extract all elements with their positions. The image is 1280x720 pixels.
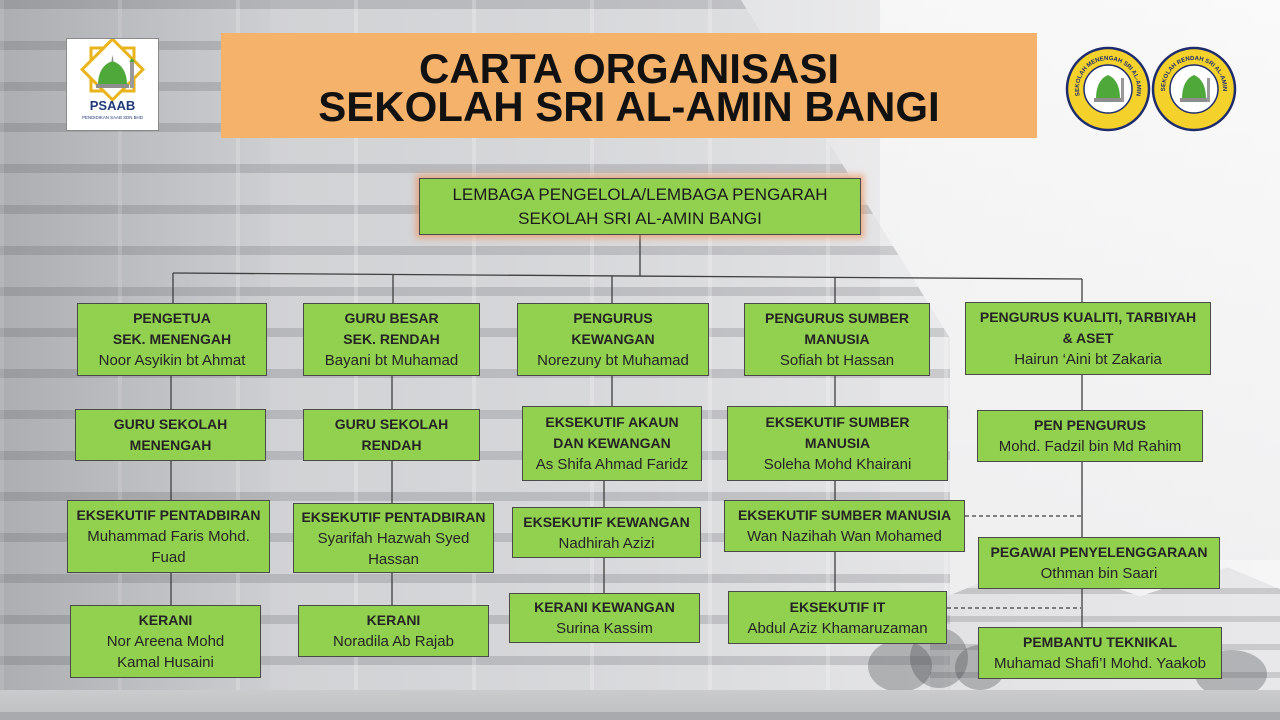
sekolah-menengah-logo: SEKOLAH MENENGAH SRI AL-AMIN xyxy=(1065,46,1151,132)
box-title-line: PENGETUA xyxy=(133,310,211,326)
box-title-line: KERANI xyxy=(366,612,421,628)
box-title-line: GURU SEKOLAH xyxy=(334,416,449,432)
board-title-line-2: SEKOLAH SRI AL-AMIN BANGI xyxy=(518,208,762,228)
box-title-line: PENGURUS KUALITI, TARBIYAH xyxy=(979,309,1197,325)
box-title-line: KEWANGAN xyxy=(571,331,655,347)
school-logos: SEKOLAH MENENGAH SRI AL-AMIN SEKOLAH REN… xyxy=(1065,46,1237,132)
page-title-line-2: SEKOLAH SRI AL-AMIN BANGI xyxy=(318,82,940,130)
connector-line xyxy=(172,272,1083,280)
box-pengurus-kualiti: PENGURUS KUALITI, TARBIYAH & ASET Hairun ‘… xyxy=(965,302,1211,375)
box-name-line: Othman bin Saari xyxy=(1040,565,1158,582)
box-guru-sekolah-menengah: GURU SEKOLAH MENENGAH xyxy=(75,409,266,461)
box-title-line: GURU SEKOLAH xyxy=(113,416,228,432)
box-name-line: Abdul Aziz Khamaruzaman xyxy=(747,619,928,637)
box-pengurus-sumber-manusia: PENGURUS SUMBER MANUSIA Sofiah bt Hassan xyxy=(744,303,930,376)
box-name-line: Hassan xyxy=(368,550,419,568)
box-title-line: RENDAH xyxy=(361,437,422,453)
box-name-line: As Shifa Ahmad Faridz xyxy=(535,456,689,473)
box-eksekutif-pentadbiran-rendah: EKSEKUTIF PENTADBIRAN Syarifah Hazwah Sye… xyxy=(293,503,494,573)
box-title-line: PEN PENGURUS xyxy=(1033,417,1147,433)
title-banner: CARTA ORGANISASI SEKOLAH SRI AL-AMIN BAN… xyxy=(221,33,1037,138)
board-title-line-1: LEMBAGA PENGELOLA/LEMBAGA PENGARAH xyxy=(452,184,828,204)
box-name-line: Fuad xyxy=(151,549,186,566)
box-title-line: & ASET xyxy=(1062,330,1114,346)
box-eksekutif-kewangan: EKSEKUTIF KEWANGAN Nadhirah Azizi xyxy=(512,507,701,558)
box-eksekutif-sumber-manusia-2: EKSEKUTIF SUMBER MANUSIA Wan Nazihah Wan … xyxy=(724,500,965,552)
box-name-line: Nadhirah Azizi xyxy=(558,534,655,552)
mosque-dome-icon xyxy=(1094,75,1124,102)
box-title-line: EKSEKUTIF SUMBER MANUSIA xyxy=(737,507,952,523)
box-title-line: EKSEKUTIF SUMBER xyxy=(765,414,910,430)
box-name-line: Noradila Ab Rajab xyxy=(333,633,454,650)
box-pengurus-kewangan: PENGURUS KEWANGAN Norezuny bt Muhamad xyxy=(517,303,709,376)
box-title-line: GURU BESAR xyxy=(344,310,439,326)
box-name-line: Wan Nazihah Wan Mohamed xyxy=(747,528,942,545)
box-title-line: EKSEKUTIF PENTADBIRAN xyxy=(301,508,486,525)
box-name-line: Mohd. Fadzil bin Md Rahim xyxy=(998,438,1182,455)
box-title-line: MANUSIA xyxy=(804,331,870,347)
box-title-line: MANUSIA xyxy=(804,435,871,451)
psaab-logo-text: PSAAB xyxy=(90,98,136,113)
box-kerani-rendah: KERANI Noradila Ab Rajab xyxy=(298,605,489,657)
box-name-line: Norezuny bt Muhamad xyxy=(537,352,689,369)
box-title-line: EKSEKUTIF PENTADBIRAN xyxy=(76,507,261,523)
box-name-line: Syarifah Hazwah Syed xyxy=(317,529,470,547)
box-title-line: KERANI xyxy=(138,612,193,628)
star-mosque-emblem-icon xyxy=(79,39,146,103)
box-title-line: PEGAWAI PENYELENGGARAAN xyxy=(990,544,1208,560)
box-pengetua: PENGETUA SEK. MENENGAH Noor Asyikin bt Ahm… xyxy=(77,303,267,376)
box-title-line: MENENGAH xyxy=(129,437,212,453)
box-pembantu-teknikal: PEMBANTU TEKNIKAL Muhamad Shafi’I Mohd. Y… xyxy=(978,627,1222,679)
box-title-line: EKSEKUTIF KEWANGAN xyxy=(523,513,690,530)
psaab-logo-tagline: PENDIDIKAN SAAB SDN BHD xyxy=(82,115,143,120)
box-name-line: Noor Asyikin bt Ahmat xyxy=(98,352,246,369)
box-eksekutif-sumber-manusia-1: EKSEKUTIF SUMBER MANUSIA Soleha Mohd Khair… xyxy=(727,406,948,481)
psaab-logo: PSAAB PENDIDIKAN SAAB SDN BHD xyxy=(66,38,159,131)
box-eksekutif-it: EKSEKUTIF IT Abdul Aziz Khamaruzaman xyxy=(728,591,947,644)
page-title-line-1: CARTA ORGANISASI xyxy=(419,44,839,92)
box-name-line: Soleha Mohd Khairani xyxy=(763,456,912,473)
board-box: LEMBAGA PENGELOLA/LEMBAGA PENGARAH SEKOL… xyxy=(419,178,861,235)
box-name-line: Muhamad Shafi’I Mohd. Yaakob xyxy=(993,655,1207,672)
box-title-line: SEK. RENDAH xyxy=(343,331,440,347)
box-name-line: Nor Areena Mohd xyxy=(106,633,225,650)
box-name-line: Surina Kassim xyxy=(556,620,653,637)
box-title-line: KERANI KEWANGAN xyxy=(534,599,675,615)
sekolah-rendah-logo: SEKOLAH RENDAH SRI AL-AMIN xyxy=(1151,46,1237,132)
box-title-line: EKSEKUTIF IT xyxy=(789,598,886,615)
box-pen-pengurus: PEN PENGURUS Mohd. Fadzil bin Md Rahim xyxy=(977,410,1203,462)
box-name-line: Kamal Husaini xyxy=(117,654,214,671)
box-eksekutif-pentadbiran-menengah: EKSEKUTIF PENTADBIRAN Muhammad Faris Mohd… xyxy=(67,500,270,573)
box-name-line: Hairun ‘Aini bt Zakaria xyxy=(1014,351,1162,368)
box-title-line: SEK. MENENGAH xyxy=(112,331,232,347)
box-kerani-kewangan: KERANI KEWANGAN Surina Kassim xyxy=(509,593,700,643)
box-title-line: PENGURUS SUMBER xyxy=(765,310,909,326)
box-name-line: Bayani bt Muhamad xyxy=(324,352,459,369)
mosque-dome-icon xyxy=(1180,75,1210,102)
box-name-line: Sofiah bt Hassan xyxy=(779,352,895,369)
box-eksekutif-akaun-kewangan: EKSEKUTIF AKAUN DAN KEWANGAN As Shifa Ahma… xyxy=(522,406,702,481)
box-title-line: PEMBANTU TEKNIKAL xyxy=(1023,634,1177,650)
box-pegawai-penyelenggaraan: PEGAWAI PENYELENGGARAAN Othman bin Saari xyxy=(978,537,1220,589)
box-name-line: Muhammad Faris Mohd. xyxy=(87,528,250,545)
box-title-line: DAN KEWANGAN xyxy=(553,435,671,451)
box-title-line: PENGURUS xyxy=(573,310,653,326)
box-title-line: EKSEKUTIF AKAUN xyxy=(545,414,679,430)
box-guru-besar: GURU BESAR SEK. RENDAH Bayani bt Muhamad xyxy=(303,303,480,376)
box-guru-sekolah-rendah: GURU SEKOLAH RENDAH xyxy=(303,409,480,461)
